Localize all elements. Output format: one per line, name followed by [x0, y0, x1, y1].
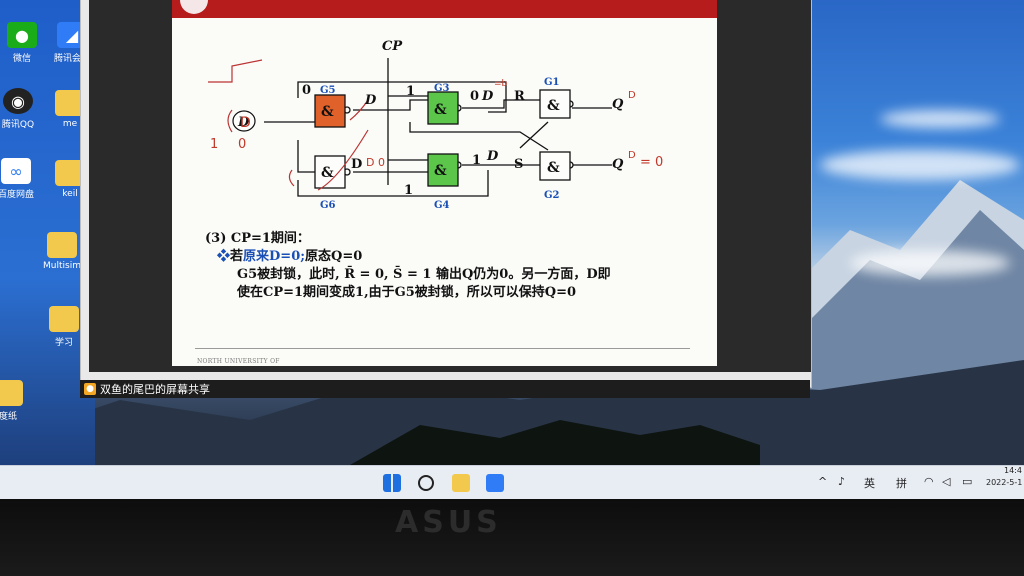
folder-icon	[47, 232, 77, 258]
slide-footer-text: NORTH UNIVERSITY OF	[197, 358, 280, 365]
tencent-meeting-icon[interactable]	[486, 474, 504, 492]
clock-date[interactable]: 2022-5-1	[986, 478, 1023, 487]
desktop-icon-study[interactable]: 学习	[34, 306, 94, 348]
battery-icon[interactable]: ▭	[962, 475, 973, 488]
baidu-netdisk-icon: ∞	[1, 158, 31, 184]
ppt-slide	[172, 0, 717, 366]
file-explorer-icon[interactable]	[452, 474, 470, 492]
university-logo	[180, 0, 208, 14]
wechat-icon: ●	[7, 22, 37, 48]
slide-footer-divider	[195, 348, 690, 349]
screen-share-label[interactable]: ● 双鱼的尾巴的屏幕共享	[80, 380, 810, 398]
wifi-icon[interactable]: ◠	[924, 475, 934, 488]
desktop-icon-paper[interactable]: 度纸	[0, 380, 38, 422]
folder-icon	[49, 306, 79, 332]
tray-chevron-icon[interactable]: ^	[818, 475, 828, 488]
slide-text: (3) CP=1期间： ❖若原来D=0;原态Q=0 G5被封锁，此时, R̄ =…	[205, 230, 611, 302]
search-icon[interactable]	[418, 475, 434, 491]
windows-start-icon[interactable]	[383, 474, 401, 492]
qq-icon: ◉	[3, 88, 33, 114]
slide-line2: G5被封锁，此时, R̄ = 0, S̄ = 1 输出Q仍为0。另一方面，D即	[237, 267, 611, 282]
taskbar: ^ ♪ 英 拼 ◠ ◁ ▭ 14:4 2022-5-1	[0, 465, 1024, 500]
bullet-icon: ❖	[217, 249, 231, 264]
desktop-icon-multisim[interactable]: Multisim	[32, 232, 92, 271]
share-label-text: 双鱼的尾巴的屏幕共享	[100, 383, 210, 396]
clock-time[interactable]: 14:4	[1004, 466, 1022, 475]
laptop-bezel	[0, 499, 1024, 576]
slide-line3: 使在CP=1期间变成1,由于G5被封锁，所以可以保持Q=0	[237, 285, 577, 300]
desktop-icon-qq[interactable]: ◉ 腾讯QQ	[0, 88, 48, 130]
microphone-icon[interactable]: ♪	[838, 475, 846, 488]
desktop-icon-wechat[interactable]: ● 微信	[0, 22, 52, 64]
ime-language[interactable]: 英	[864, 477, 875, 490]
user-icon: ●	[84, 383, 96, 395]
ime-mode[interactable]: 拼	[896, 477, 907, 490]
slide-line1: ❖若原来D=0;原态Q=0	[217, 249, 363, 264]
slide-header-bar	[172, 0, 717, 18]
desktop-icon-baidu[interactable]: ∞ 百度网盘	[0, 158, 46, 200]
volume-icon[interactable]: ◁	[942, 475, 951, 488]
folder-icon	[0, 380, 23, 406]
asus-logo: ASUS	[395, 505, 502, 540]
slide-heading: (3) CP=1期间：	[205, 231, 310, 246]
